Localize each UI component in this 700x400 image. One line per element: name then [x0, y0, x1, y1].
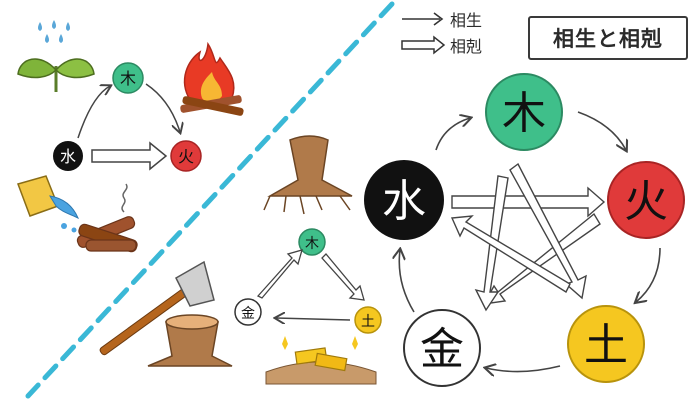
single-arrow-icon — [402, 12, 444, 26]
svg-text:火: 火 — [178, 147, 194, 166]
rain-drops-icon — [38, 20, 70, 43]
left-fire-node: 火 — [170, 140, 202, 172]
svg-text:土: 土 — [361, 314, 375, 330]
mid-earth-node: 土 — [354, 306, 382, 334]
left-soukoku-arrow — [91, 141, 168, 171]
earth-node: 土 — [567, 305, 645, 383]
legend-sousei: 相生 — [400, 6, 520, 32]
svg-text:土: 土 — [584, 320, 628, 371]
svg-text:水: 水 — [382, 176, 426, 227]
campfire-icon — [180, 41, 244, 116]
svg-text:金: 金 — [420, 324, 464, 375]
svg-text:金: 金 — [241, 306, 255, 322]
svg-text:木: 木 — [305, 236, 319, 252]
wood-node: 木 — [485, 73, 563, 151]
tree-stump-roots-icon — [263, 135, 353, 215]
left-water-node: 水 — [53, 141, 83, 171]
wet-logs-icon — [76, 216, 138, 253]
bucket-water-icon — [17, 175, 79, 233]
fire-node: 火 — [607, 161, 685, 239]
stump-icon — [147, 314, 233, 367]
diagram-title: 相生と相剋 — [528, 16, 688, 60]
mid-wood-node: 木 — [298, 228, 326, 256]
sousei-cycle-arrows — [399, 111, 661, 372]
smoke-icon — [121, 183, 128, 213]
mid-metal-node: 金 — [234, 298, 262, 326]
metal-node: 金 — [403, 309, 481, 387]
gold-nuggets-icon — [265, 336, 377, 385]
axe-icon — [99, 260, 215, 356]
svg-text:木: 木 — [120, 69, 136, 88]
left-wood-node: 木 — [112, 62, 144, 94]
double-arrow-icon — [401, 35, 446, 55]
water-node: 水 — [364, 160, 444, 240]
svg-text:水: 水 — [60, 147, 76, 166]
legend-sousei-label: 相生 — [450, 11, 483, 30]
diagonal-divider — [25, 1, 395, 399]
legend-soukoku: 相剋 — [400, 32, 520, 58]
svg-text:木: 木 — [502, 88, 546, 139]
soukoku-star-arrows — [450, 162, 606, 312]
svg-text:火: 火 — [624, 176, 668, 227]
sprout-icon — [17, 58, 95, 92]
legend-soukoku-label: 相剋 — [450, 37, 483, 56]
